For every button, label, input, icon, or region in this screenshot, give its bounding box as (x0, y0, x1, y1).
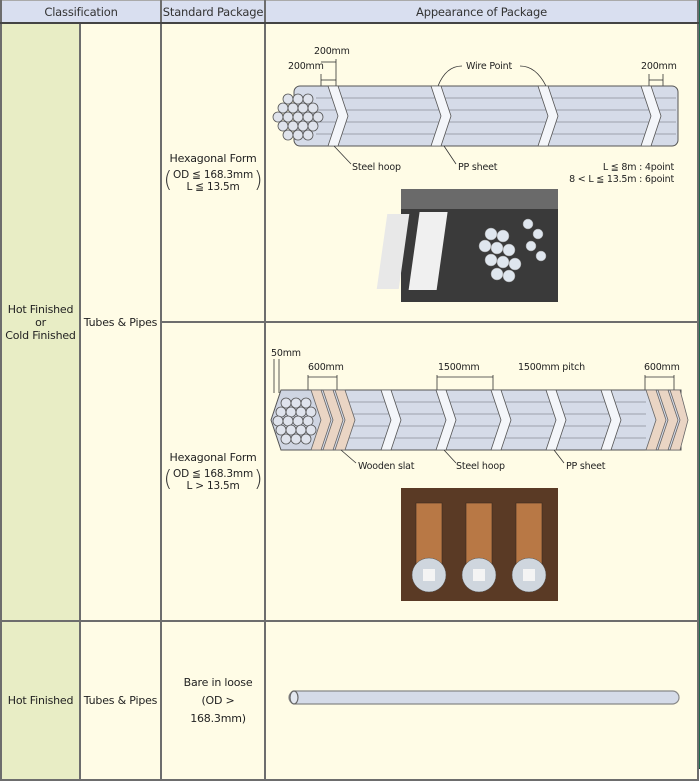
finish-line-1: Hot Finished (7, 302, 74, 316)
steel-hoop-label: Steel hoop (352, 162, 401, 173)
appearance-cell: 50mm 600mm 1500mm 1500mm pitch 600mm (264, 321, 700, 622)
single-pipe-diagram (288, 690, 680, 705)
wooden-slat-bundle-diagram: 50mm 600mm 1500mm 1500mm pitch 600mm (270, 348, 689, 601)
package-title: Bare in loose (183, 675, 253, 689)
finish-line-3: Cold Finished (5, 328, 76, 342)
package-condition: ( OD ≦ 168.3mm L > 13.5m ) (163, 467, 263, 492)
table-row: Hexagonal Form ( OD ≦ 168.3mm L > 13.5m … (1, 321, 700, 622)
rule-4point: L ≦ 8m : 4point (603, 162, 675, 173)
finish-line-2: or (35, 315, 46, 329)
table-row: Hot Finished Tubes & Pipes Bare in loose… (0, 620, 700, 781)
package-condition: ( OD ≦ 168.3mm L ≦ 13.5m ) (163, 168, 263, 193)
condition-length: L > 13.5m (186, 480, 240, 492)
hexagonal-bundle-diagram: 200mm 200mm 200mm Wire Point (272, 46, 679, 302)
header-row: Classification Standard Package Appearan… (0, 0, 700, 24)
package-cell: Hexagonal Form ( OD ≦ 168.3mm L ≦ 13.5m … (160, 22, 267, 323)
header-classification: Classification (0, 0, 163, 24)
product-cell: Tubes & Pipes (78, 22, 163, 622)
condition-od: OD ≦ 168.3mm (173, 468, 253, 480)
appearance-cell: 200mm 200mm 200mm Wire Point (264, 22, 700, 323)
finish-cell: Hot Finished (0, 620, 81, 781)
table-row: Hot Finished or Cold Finished Tubes & Pi… (0, 22, 700, 622)
pitch-label: 1500mm pitch (518, 362, 585, 373)
dim-right-label: 600mm (644, 362, 680, 373)
dim-mid-label: 1500mm (438, 362, 480, 373)
rule-6point: 8 < L ≦ 13.5m : 6point (569, 174, 674, 185)
dim-end-label: 50mm (271, 348, 301, 359)
finish-cell: Hot Finished or Cold Finished (0, 22, 81, 622)
product-cell: Tubes & Pipes (78, 620, 163, 781)
package-condition: (OD > 168.3mm) (190, 693, 246, 725)
steel-hoop-label: Steel hoop (456, 461, 505, 472)
pp-sheet-label: PP sheet (566, 461, 606, 472)
package-cell: Hexagonal Form ( OD ≦ 168.3mm L > 13.5m … (160, 321, 267, 622)
pp-sheet-label: PP sheet (458, 162, 498, 173)
dim-left-label: 200mm (288, 61, 324, 72)
steel-tube-bundle-photo (376, 189, 559, 302)
dim-left-label: 600mm (308, 362, 344, 373)
appearance-cell (264, 620, 700, 781)
dim-right-label: 200mm (641, 61, 677, 72)
header-appearance: Appearance of Package (264, 0, 700, 24)
condition-length: L ≦ 13.5m (186, 181, 240, 193)
dim-top-label: 200mm (314, 46, 350, 57)
package-cell: Bare in loose (OD > 168.3mm) (160, 620, 267, 781)
condition-od: OD ≦ 168.3mm (173, 169, 253, 181)
wire-point-label: Wire Point (466, 61, 512, 72)
wood-slat-bundle-photo (401, 488, 559, 601)
header-standard-package: Standard Package (160, 0, 267, 24)
wooden-slat-label: Wooden slat (358, 461, 415, 472)
package-title: Hexagonal Form (169, 451, 257, 464)
package-title: Hexagonal Form (169, 152, 257, 165)
